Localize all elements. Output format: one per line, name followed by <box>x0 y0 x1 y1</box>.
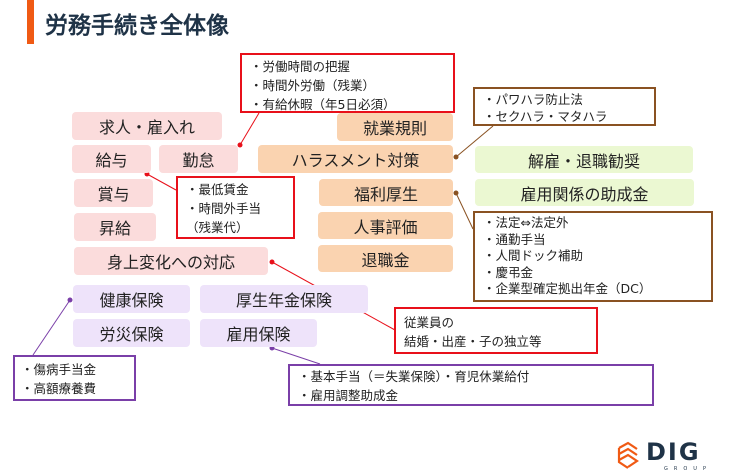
note-line: ・労働時間の把握 <box>250 59 351 74</box>
tag-life-events: 身上変化への対応 <box>74 247 268 275</box>
note-harassment: ・パワハラ防止法 ・セクハラ・マタハラ <box>473 87 656 126</box>
title-accent-bar <box>27 0 34 44</box>
note-line: ・セクハラ・マタハラ <box>483 109 608 124</box>
tag-retirement-pay: 退職金 <box>318 245 453 272</box>
tag-evaluation: 人事評価 <box>318 212 453 239</box>
note-line: ・傷病手当金 <box>21 362 97 377</box>
tag-dismissal: 解雇・退職勧奨 <box>475 146 693 173</box>
note-line: ・時間外労働（残業） <box>250 78 376 93</box>
tag-harassment: ハラスメント対策 <box>258 145 453 173</box>
logo-mark-icon <box>617 441 639 469</box>
tag-work-rules: 就業規則 <box>337 113 453 141</box>
note-line: ・基本手当（＝失業保険）・育児休業給付 <box>298 369 530 384</box>
note-line: ・通勤手当 <box>483 231 546 247</box>
note-line: ・法定⇔法定外 <box>483 215 569 230</box>
note-life-events: 従業員の 結婚・出産・子の独立等 <box>394 307 598 354</box>
note-employment-insurance: ・基本手当（＝失業保険）・育児休業給付 ・雇用調整助成金 <box>288 364 654 406</box>
tag-welfare: 福利厚生 <box>319 179 453 206</box>
note-line: （残業代） <box>186 220 249 235</box>
note-attendance: ・労働時間の把握 ・時間外労働（残業） ・有給休暇（年5日必須） <box>240 53 455 113</box>
note-line: ・最低賃金 <box>186 182 249 197</box>
note-health-insurance: ・傷病手当金 ・高額療養費 <box>13 355 136 401</box>
tag-salary: 給与 <box>72 145 151 173</box>
logo-subtext: GROUP <box>664 466 712 472</box>
tag-workers-comp: 労災保険 <box>73 319 190 347</box>
page-title: 労務手続き全体像 <box>45 13 229 39</box>
tag-attendance: 勤怠 <box>159 145 238 173</box>
logo-text: DIG <box>646 438 701 466</box>
note-line: ・時間外手当 <box>186 201 262 216</box>
tag-pension-insurance: 厚生年金保険 <box>200 285 368 313</box>
note-line: ・雇用調整助成金 <box>298 388 399 403</box>
dig-group-logo: DIG GROUP <box>616 438 728 474</box>
note-line: ・有給休暇（年5日必須） <box>250 97 396 112</box>
note-line: ・パワハラ防止法 <box>483 92 583 107</box>
tag-employment-insurance: 雇用保険 <box>200 319 317 347</box>
note-welfare: ・法定⇔法定外 ・通勤手当 ・人間ドック補助 ・慶弔金 ・企業型確定拠出年金（D… <box>473 211 713 302</box>
note-line: ・高額療養費 <box>21 381 97 396</box>
note-line: ・人間ドック補助 <box>483 248 584 263</box>
tag-hiring: 求人・雇入れ <box>72 112 222 140</box>
note-line: ・企業型確定拠出年金（DC） <box>483 281 652 296</box>
tag-subsidies: 雇用関係の助成金 <box>475 179 694 206</box>
note-salary: ・最低賃金 ・時間外手当 （残業代） <box>176 176 295 239</box>
note-line: 結婚・出産・子の独立等 <box>404 334 542 349</box>
tag-raise: 昇給 <box>74 213 156 241</box>
tag-health-insurance: 健康保険 <box>73 285 190 313</box>
tag-bonus: 賞与 <box>74 179 153 207</box>
note-line: ・慶弔金 <box>483 264 534 280</box>
note-line: 従業員の <box>404 315 455 330</box>
